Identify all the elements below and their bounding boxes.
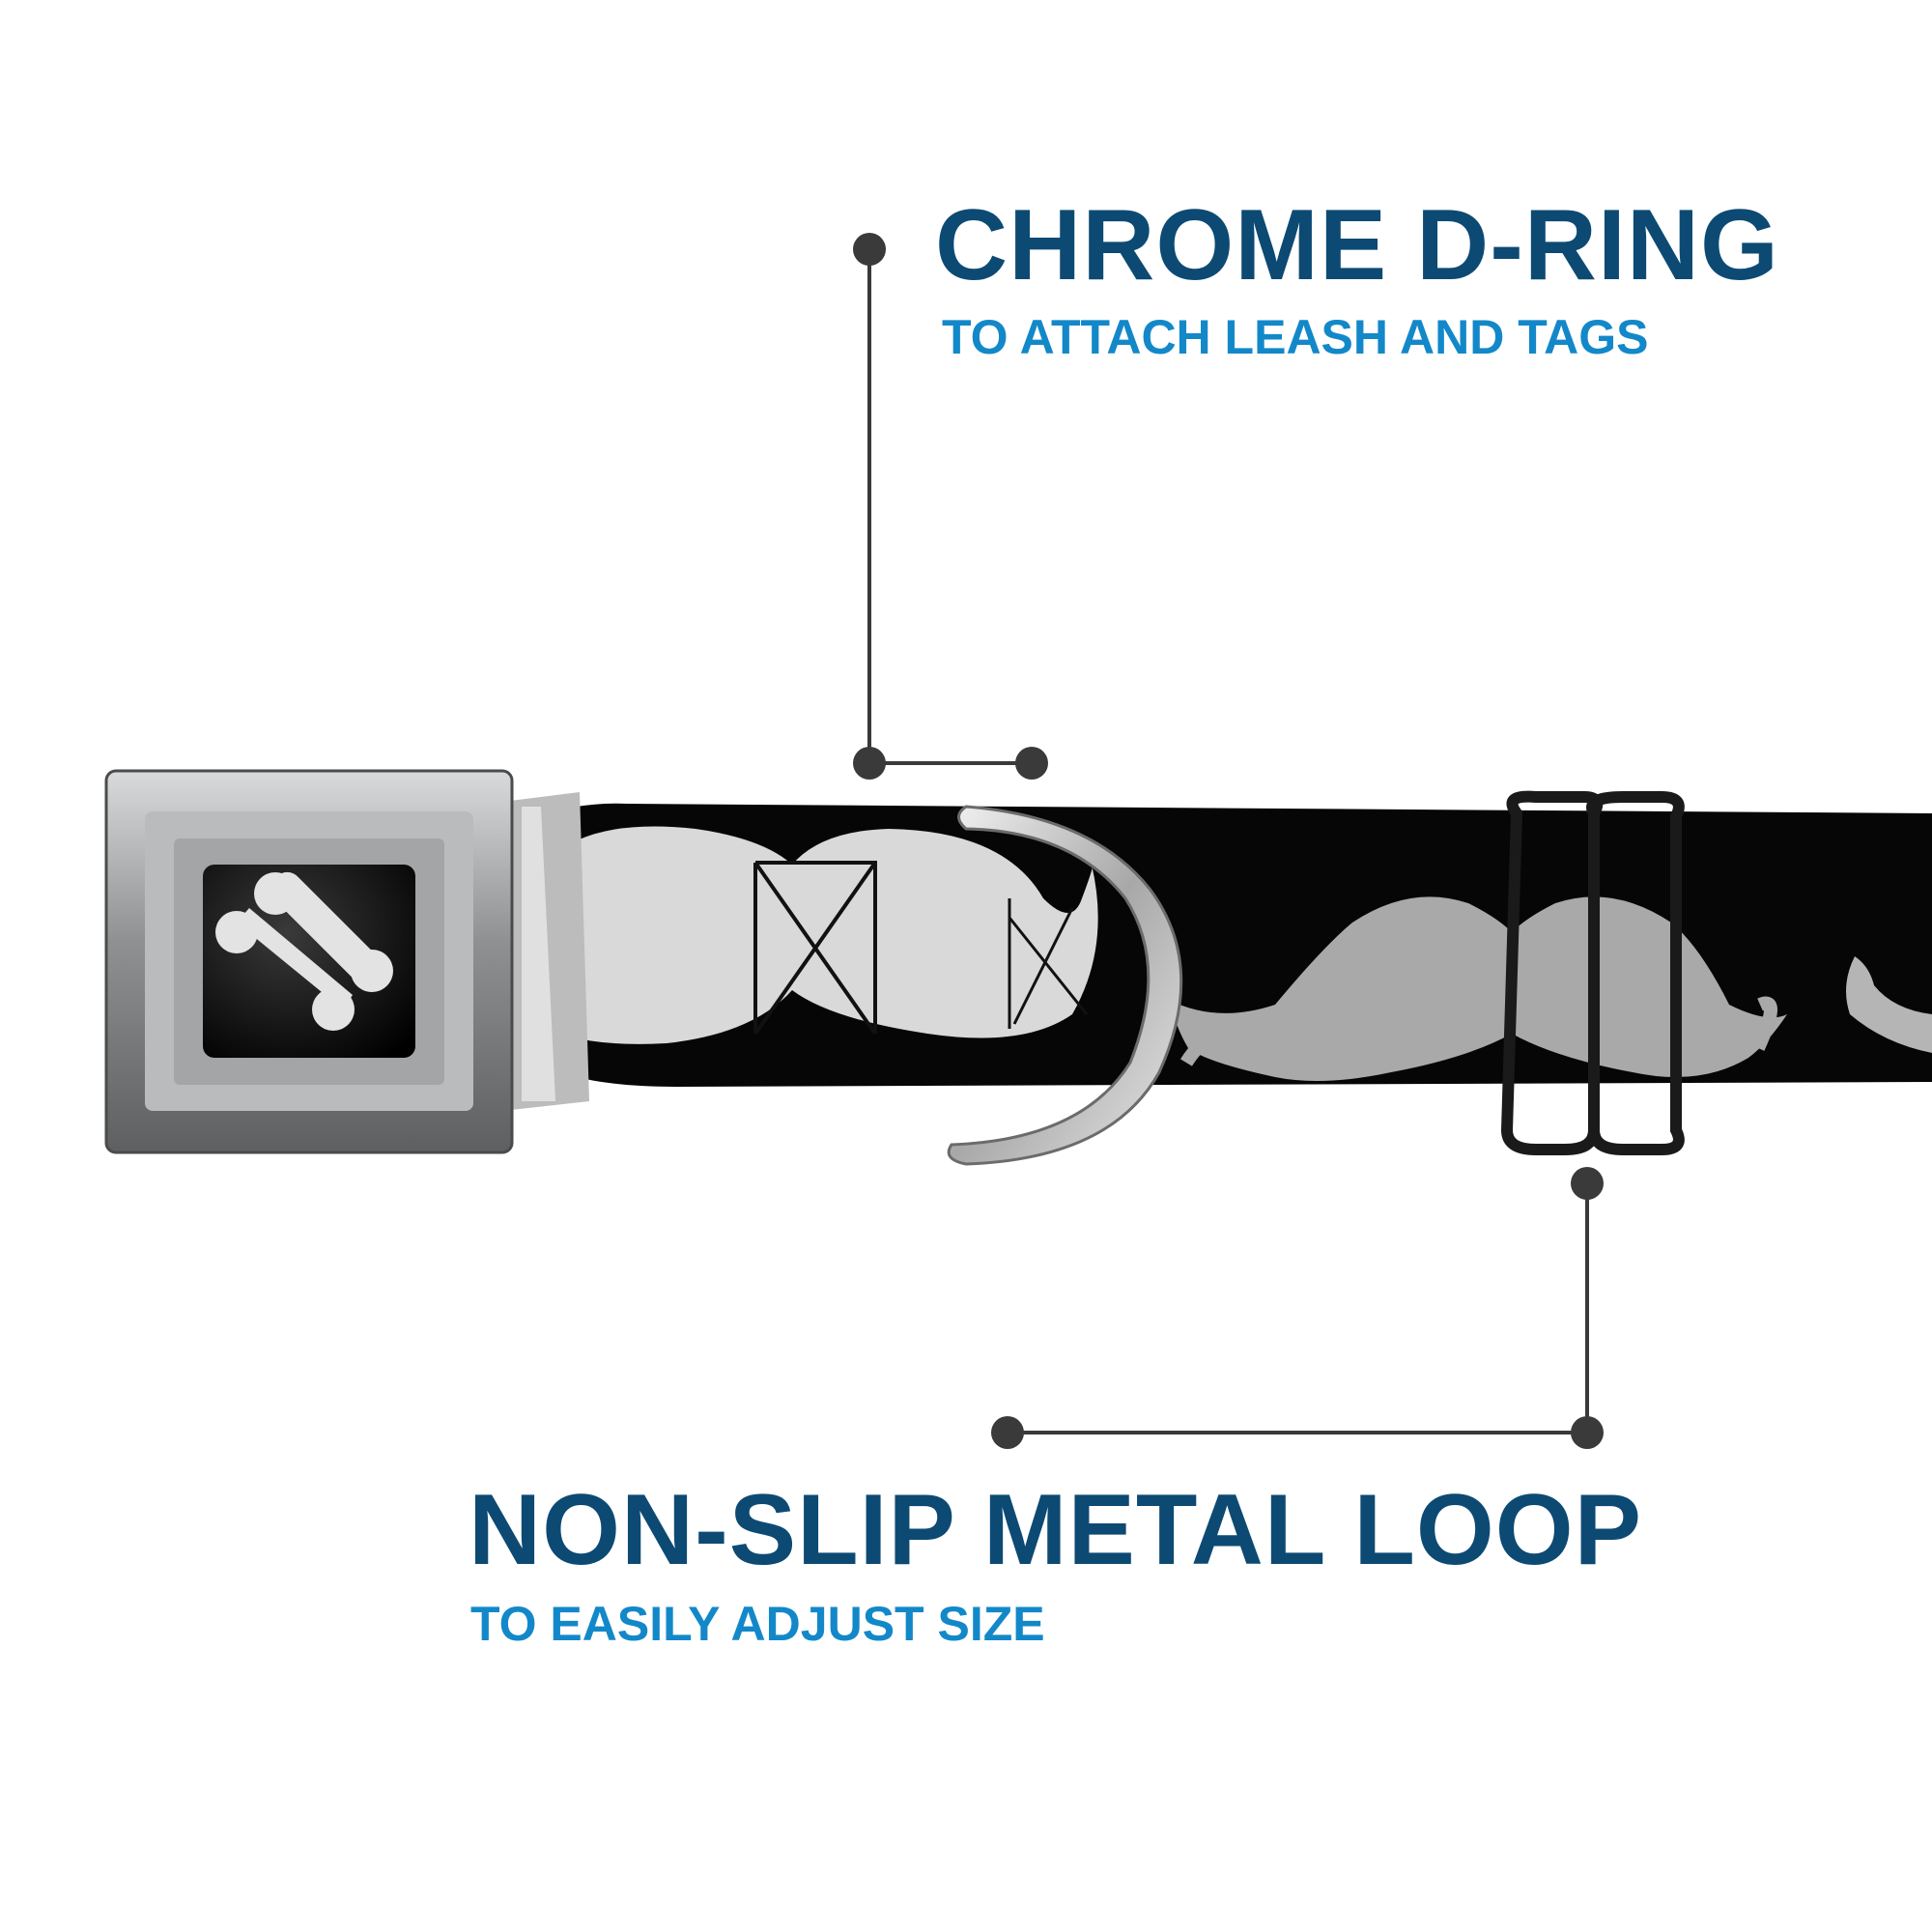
mustache-icon (537, 826, 1098, 1044)
d-ring-title: CHROME D-RING (935, 189, 1779, 301)
d-ring (947, 805, 1183, 1166)
d-ring-leader (853, 233, 1048, 780)
metal-loop (1500, 790, 1685, 1155)
metal-loop-subtitle: TO EASILY ADJUST SIZE (470, 1597, 1045, 1651)
d-ring-subtitle: TO ATTACH LEASH AND TAGS (942, 310, 1649, 364)
metal-loop-title: NON-SLIP METAL LOOP (469, 1474, 1643, 1586)
mustache-pattern (537, 826, 1932, 1081)
strap-end (502, 792, 589, 1111)
seatbelt-buckle (104, 769, 514, 1154)
metal-loop-leader (991, 1167, 1604, 1449)
mustache-icon (1169, 896, 1787, 1081)
bone-icon (215, 871, 393, 1031)
mustache-icon (1846, 956, 1932, 1053)
